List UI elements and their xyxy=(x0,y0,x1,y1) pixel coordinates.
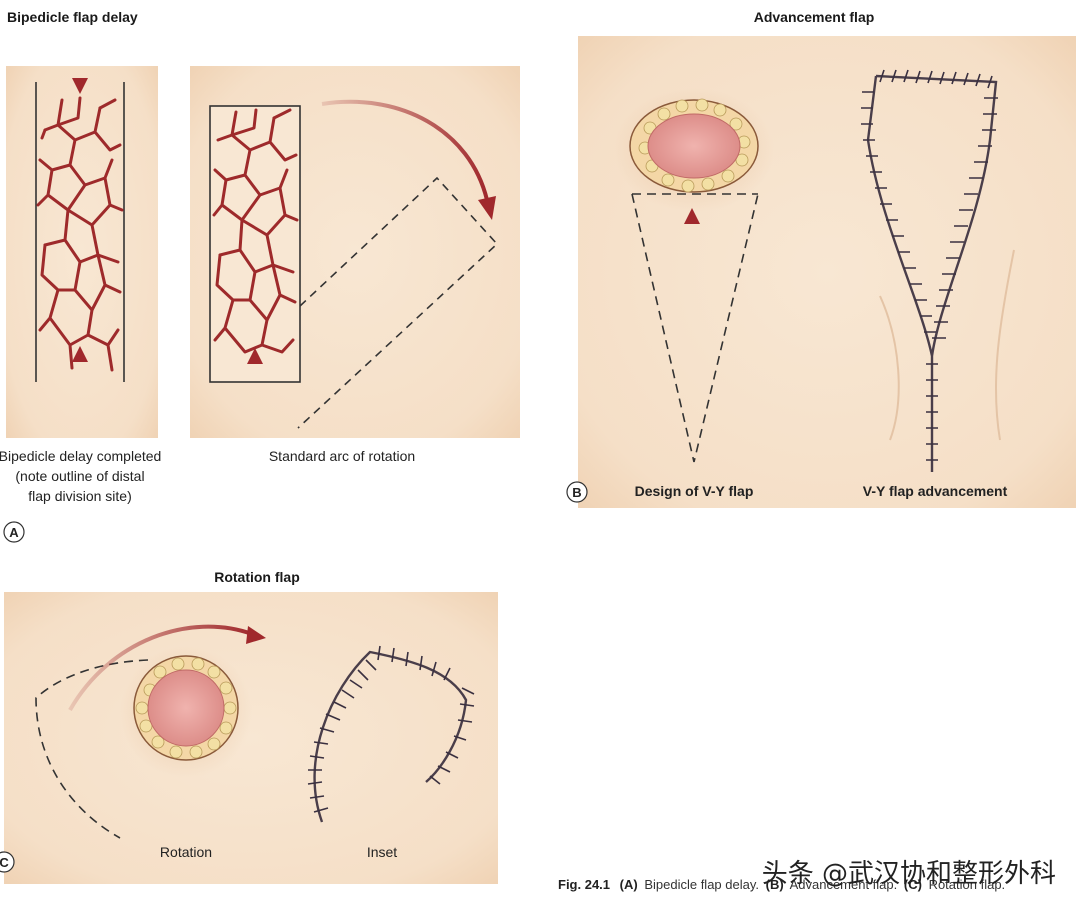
caption-a-key: (A) xyxy=(620,877,638,892)
panel-b-skin-fold-right xyxy=(994,249,1015,441)
panel-a-left-label-line-1: Bipedicle delay completed xyxy=(0,448,161,464)
panel-c-title: Rotation flap xyxy=(214,569,300,585)
panel-a-right-dashed-outline xyxy=(297,176,499,429)
panel-a-right-arc-arrowhead xyxy=(478,196,496,220)
panel-a-left-label-line-3: flap division site) xyxy=(28,488,132,504)
panel-b-skin-fold-left xyxy=(879,295,900,441)
panel-b-title: Advancement flap xyxy=(754,9,875,25)
panel-b-wound-bed xyxy=(647,113,741,179)
panel-b-vy-design-outline xyxy=(631,193,759,463)
panel-c-inset-stitches xyxy=(307,645,475,813)
panel-a-badge-label: A xyxy=(9,525,19,540)
panel-a-right-arc-arrow xyxy=(321,99,489,201)
panel-b-vy-stitches xyxy=(861,69,998,461)
panel-c: Rotation flap C Rotation Inset xyxy=(0,569,498,884)
panel-b-right-label: V-Y flap advancement xyxy=(863,483,1008,499)
panel-a-left-label-line-2: (note outline of distal xyxy=(15,468,144,484)
watermark-text: 头条 @武汉协和整形外科 xyxy=(762,859,1056,889)
panel-a: Bipedicle flap delay Bipedicle delay com… xyxy=(0,9,520,543)
panel-b-badge-label: B xyxy=(572,485,581,500)
panel-a-left-vessels xyxy=(36,96,124,372)
caption-b-text: Advancement flap. xyxy=(790,877,898,892)
panel-c-left-label: Rotation xyxy=(160,844,212,860)
panel-a-left-down-arrowhead xyxy=(72,78,88,94)
panel-a-badge xyxy=(3,521,25,543)
caption-b-key: (B) xyxy=(766,877,784,892)
panel-c-rotation-arrowhead xyxy=(246,626,266,644)
panel-c-wound-bed xyxy=(147,669,225,747)
panel-a-left-up-arrowhead xyxy=(72,346,88,362)
panel-a-title: Bipedicle flap delay xyxy=(7,9,138,25)
panel-b-left-label: Design of V-Y flap xyxy=(635,483,754,499)
panel-c-right-label: Inset xyxy=(367,844,397,860)
panel-c-fat-lobules xyxy=(135,657,237,759)
caption-c-text: Rotation flap. xyxy=(929,877,1006,892)
panel-a-right-vessels xyxy=(212,108,299,354)
panel-b-badge xyxy=(566,481,588,503)
panel-a-right-label: Standard arc of rotation xyxy=(269,448,415,464)
panel-c-badge-label: C xyxy=(0,855,9,870)
panel-c-dashed-outline xyxy=(35,659,149,839)
panel-c-rotation-arrow xyxy=(68,624,253,711)
panel-b: Advancement flap B Design of V-Y flap xyxy=(566,9,1076,508)
panel-c-inset-suture-line xyxy=(313,650,468,823)
caption-a-text: Bipedicle flap delay. xyxy=(644,877,759,892)
panel-b-up-arrowhead xyxy=(684,208,700,224)
caption-fig-number: Fig. 24.1 xyxy=(558,877,610,892)
figure-caption: Fig. 24.1 (A) Bipedicle flap delay. (B) … xyxy=(558,877,1005,892)
panel-c-badge xyxy=(0,851,15,873)
caption-c-key: (C) xyxy=(904,877,922,892)
panel-a-right-up-arrowhead xyxy=(247,348,263,364)
